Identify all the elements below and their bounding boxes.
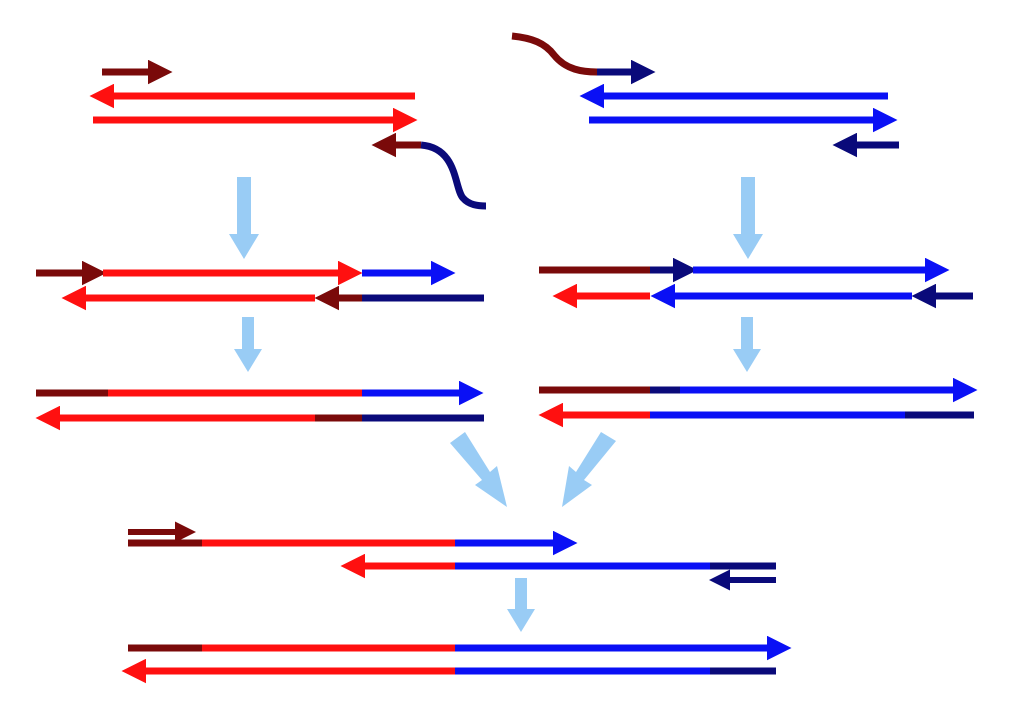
overlap-annealing [128, 521, 776, 591]
step-arrow-shaft [741, 177, 755, 234]
step-arrow-shaft [242, 317, 254, 349]
pcr-b-template [511, 32, 899, 158]
chimeric-primer-b-tail [511, 32, 598, 76]
step-arrow-head [507, 609, 535, 632]
step-arrow-shaft [741, 317, 753, 349]
step-arrow-left-1 [229, 177, 259, 259]
product-b-extension [539, 257, 973, 309]
step-arrow-final [507, 578, 535, 632]
step-arrow-shaft [237, 177, 251, 234]
step-arrow-head [733, 349, 761, 372]
product-a-extension [36, 260, 484, 311]
step-arrow-merge-left [450, 432, 507, 507]
step-arrow-head [229, 234, 259, 259]
fusion-product [121, 635, 792, 684]
step-arrow-merge-left-shape [450, 432, 507, 507]
step-arrow-right-2 [733, 317, 761, 372]
step-arrow-head [733, 234, 763, 259]
step-arrow-shaft [515, 578, 527, 609]
chimeric-primer-a-tail [420, 141, 487, 210]
step-arrow-merge-right [562, 432, 616, 507]
step-arrow-right-1 [733, 177, 763, 259]
product-b-complete [538, 377, 978, 428]
step-arrow-left-2 [234, 317, 262, 372]
product-a-complete [35, 380, 484, 431]
step-arrow-merge-right-shape [562, 432, 616, 507]
pcr-a-template [89, 59, 487, 210]
step-arrow-head [234, 349, 262, 372]
